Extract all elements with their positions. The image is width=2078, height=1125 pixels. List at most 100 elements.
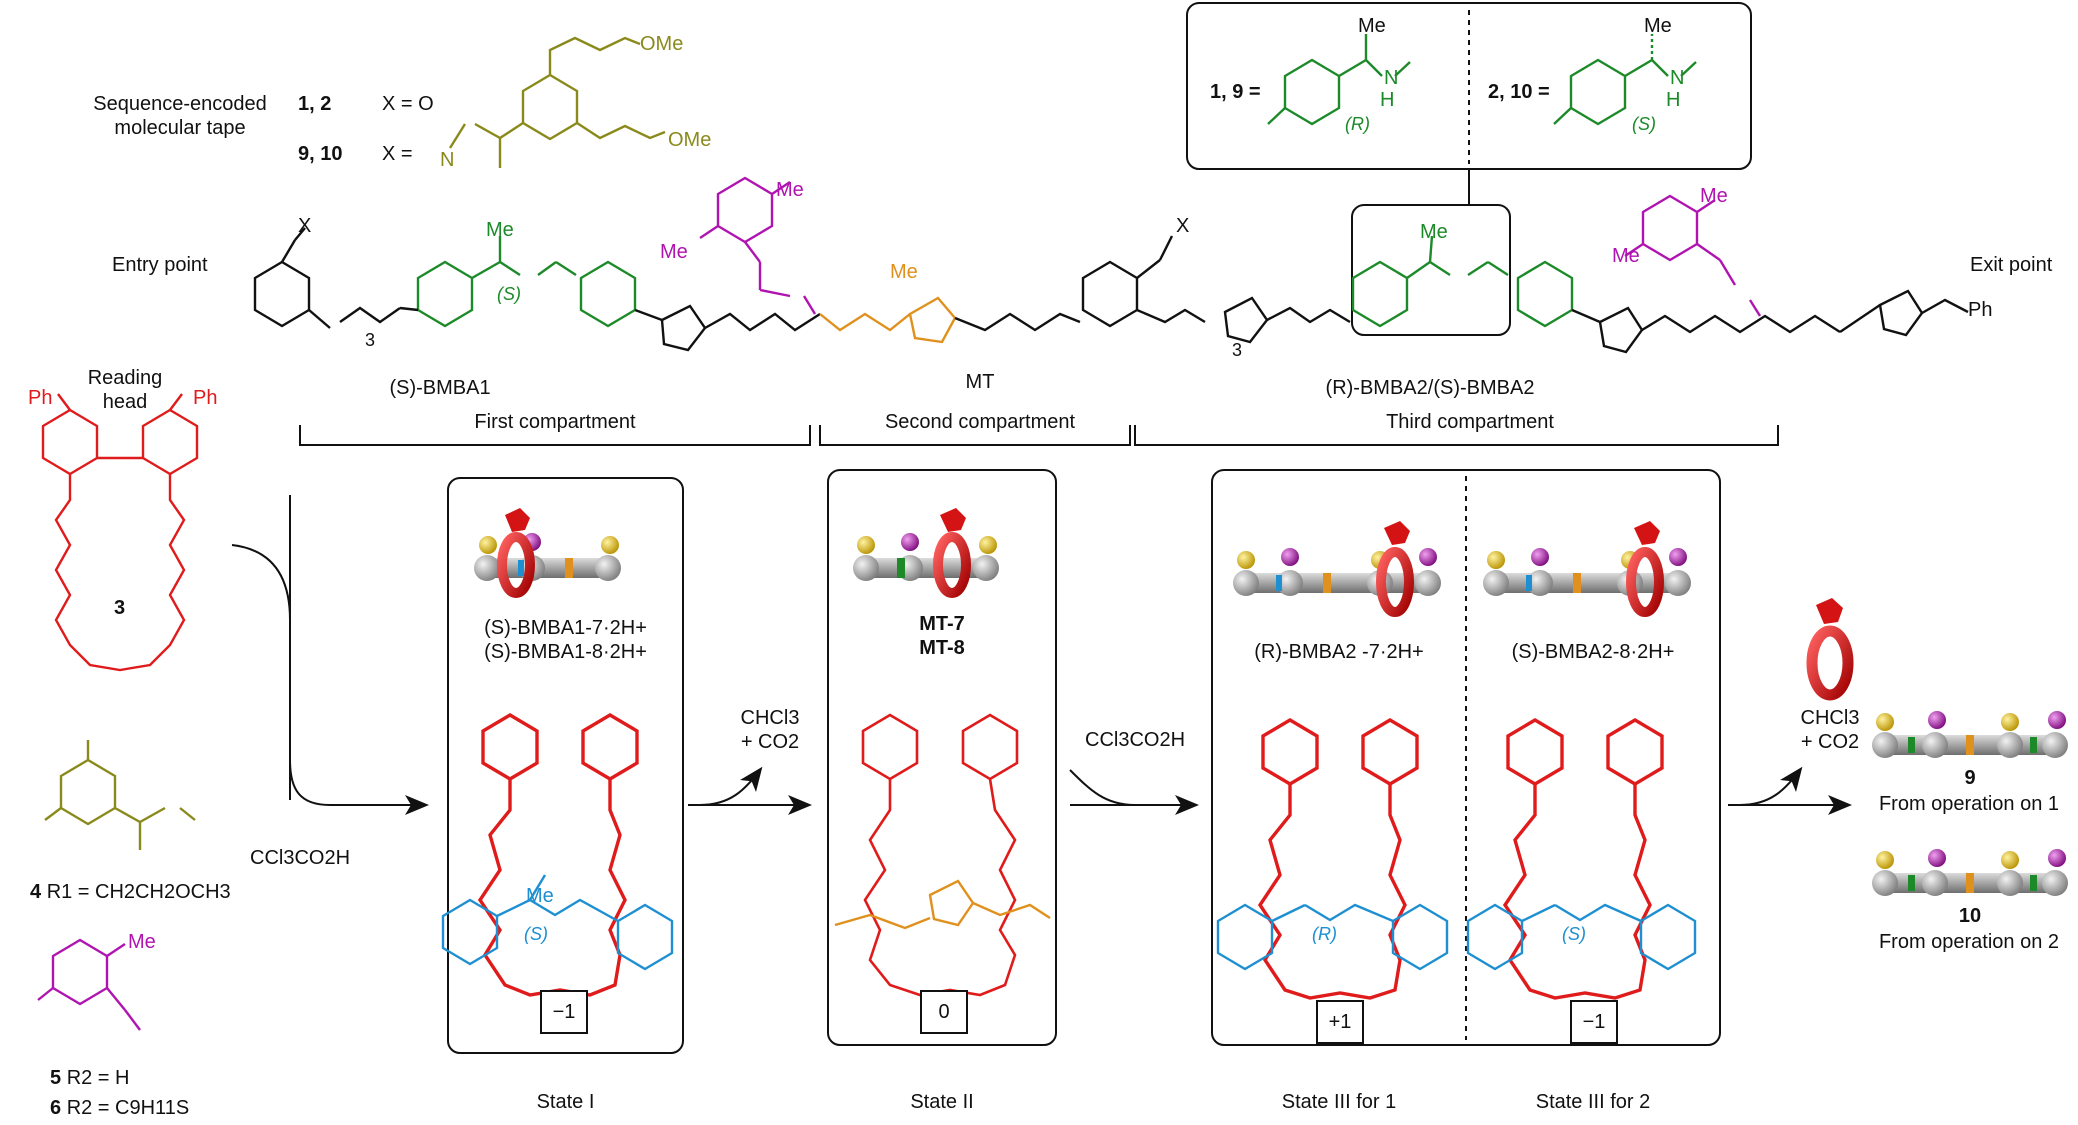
arrow1-line-2: + CO2 [740,731,800,753]
compound-4-number: 4 [30,881,42,903]
state3-right-value-box: −1 [1570,1000,1618,1044]
exit-triazole [1839,289,1969,337]
bmba1-unit [416,236,637,328]
reading-head-label: Reading head [70,366,180,414]
acid-reagent-1: CCl3CO2H [250,847,351,869]
bmba2-highlight-box [1351,204,1511,336]
compounds-9-10: 9, 10 [298,142,342,166]
product-9-number: 9 [1964,767,1976,789]
x-left: X [298,215,312,237]
mt-unit [819,296,957,344]
second-compartment-label: Second compartment [884,411,1076,433]
state1-value: −1 [552,1000,576,1023]
reading-head-line-2: head [102,391,148,413]
compound-5-r2: R2 = H [66,1067,130,1089]
ph-end: Ph [1968,299,1993,321]
state3-left-tape-model [1233,521,1441,617]
state3-right-crown [1502,718,1664,1000]
reading-head-line-1: Reading [87,367,163,389]
inset-left-n: N [1384,67,1399,89]
acid-add-curve [1069,769,1136,806]
subscript-3-right: 3 [1232,340,1243,360]
first-compartment-name: (S)-BMBA1 [389,377,491,399]
arrow1-line-1: CHCl3 [740,707,800,729]
state1-tape-model [474,508,621,598]
x-equals: X = [382,143,413,165]
state2-value: 0 [938,1000,950,1023]
product-9-desc: From operation on 1 [1878,793,2060,815]
exit-point-label: Exit point [1970,254,2053,276]
ph-right: Ph [193,387,218,409]
ome-bottom: OMe [668,129,712,151]
compound-3-label: 3 [114,597,126,619]
compound-5-number: 5 [50,1067,62,1089]
state2-crown [861,713,1019,997]
state3-right-value: −1 [1582,1010,1606,1033]
arrow1-byproducts: CHCl3 + CO2 [730,706,810,754]
compound-6-r2: R2 = C9H11S [66,1097,190,1119]
inset-right-structure [1553,34,1697,126]
state3-right-species: (S)-BMBA2-8·2H+ [1511,641,1675,663]
first-compartment-label: First compartment [474,411,636,433]
x-right: X [1176,215,1190,237]
state1-value-box: −1 [540,990,588,1034]
state1-species-line-1: (S)-BMBA1-7·2H+ [484,617,647,639]
disulfide-arm-2 [1624,194,1762,317]
compounds-1-2-label: 1, 2 [298,93,332,115]
state3-right-guest [1466,903,1697,971]
inset-right-n: N [1670,67,1685,89]
state3-right-tape-model [1483,521,1691,617]
compounds-9-10-label: 9, 10 [298,143,343,165]
triazole-3 [1571,306,1841,354]
state3-left-species: (R)-BMBA2 -7·2H+ [1254,641,1424,663]
me-purple-4: Me [1612,245,1640,267]
state2-value-box: 0 [920,990,968,1034]
product-10-tape-model [1872,849,2068,896]
state3-right-label: State III for 2 [1535,1091,1651,1113]
state3-left-stereo: (R) [1312,924,1337,944]
thiol-5-6 [37,938,141,1031]
chain-link [399,306,419,312]
compound-4-r1: R1 = CH2CH2OCH3 [46,881,231,903]
inset-right-me: Me [1644,15,1672,37]
inset-left-stereo: (R) [1345,114,1370,134]
state3-left-value-box: +1 [1316,1000,1364,1044]
inset-left-structure [1267,34,1411,126]
me-bmba1: Me [486,219,514,241]
third-compartment-name: (R)-BMBA2/(S)-BMBA2 [1325,377,1535,399]
state3-right-stereo: (S) [1562,924,1586,944]
arrow3-line-2: + CO2 [1800,731,1860,753]
me-purple-2: Me [660,241,688,263]
state1-stereo: (S) [524,924,548,944]
tape-description-line-1: Sequence-encoded [93,93,267,115]
product-9-tape-model [1872,711,2068,758]
reading-head-crown-ether [41,393,199,672]
entry-point-label: Entry point [112,254,208,276]
ome-top: OMe [640,33,684,55]
inset-left-compounds: 1, 9 = [1210,81,1261,103]
state3-panel [1211,469,1721,1046]
arrow3-line-1: CHCl3 [1800,707,1860,729]
state1-me: Me [526,885,554,907]
tape-description: Sequence-encoded molecular tape [70,92,290,140]
arrow3-byproducts: CHCl3 + CO2 [1790,706,1870,754]
first-compartment-bracket [299,425,811,446]
hydrazide-4 [44,740,196,850]
inset-right-compounds: 2, 10 = [1488,81,1550,103]
reagent-merge-curve [231,544,291,621]
me-bmba2: Me [1420,221,1448,243]
ph-left: Ph [28,387,53,409]
compounds-1-2: 1, 2 [298,92,331,116]
state2-species: MT-7 MT-8 [828,612,1056,660]
chain-to-linker [954,235,1206,332]
triazole-1 [634,304,821,352]
hydrazone-n: N [440,149,455,171]
olive-hydrazone-structure [448,36,666,168]
state2-tape-model [853,508,999,598]
second-compartment-name: MT [965,371,995,393]
third-compartment-label: Third compartment [1386,411,1554,433]
state1-crown [477,713,639,997]
compound-6-label: 6 R2 = C9H11S [50,1096,189,1120]
state2-species-line-2: MT-8 [919,637,965,659]
